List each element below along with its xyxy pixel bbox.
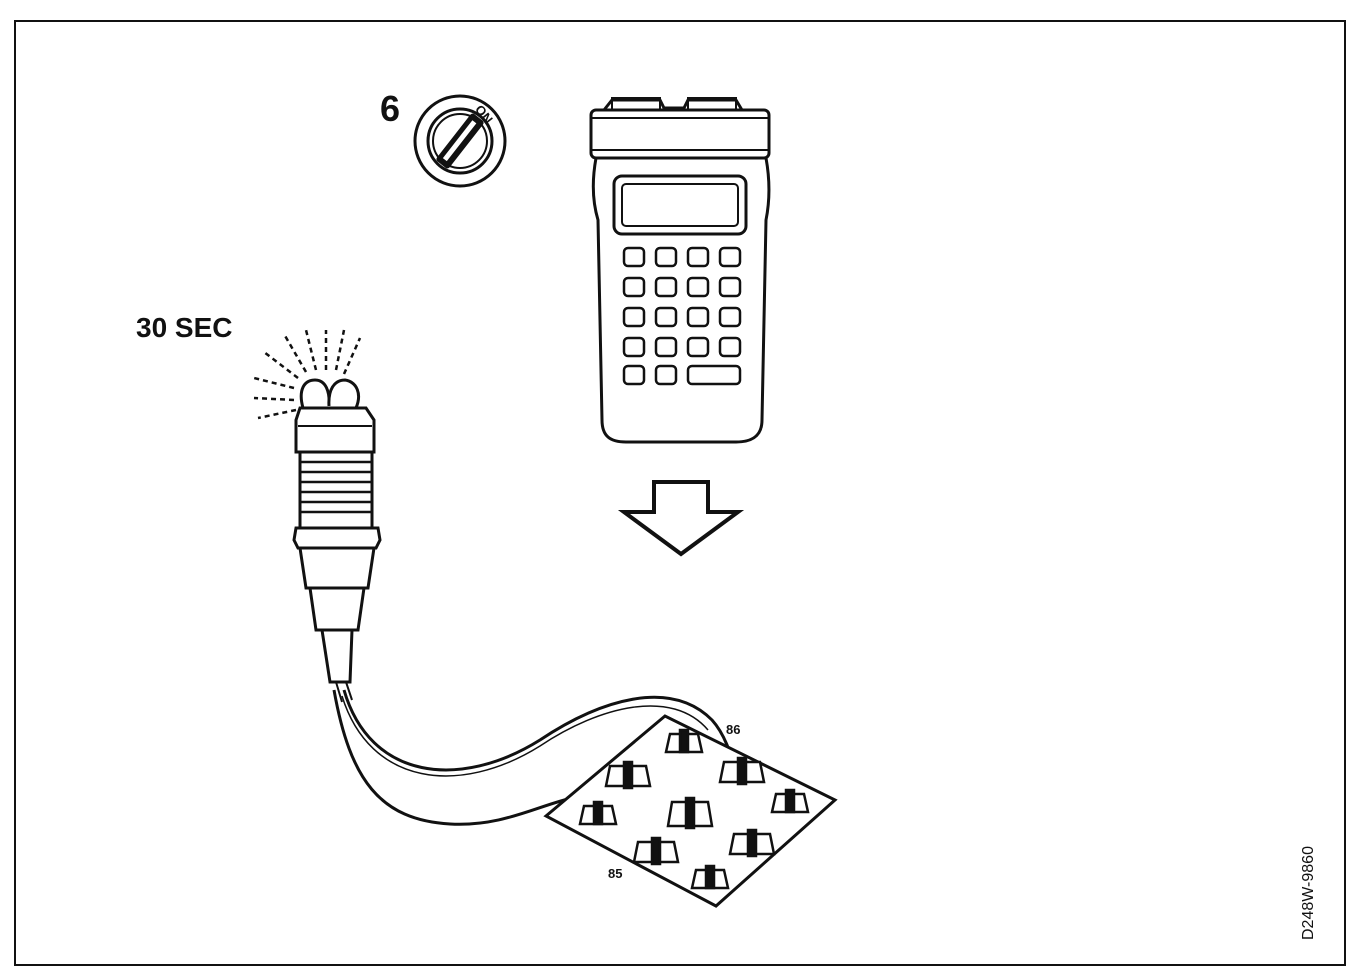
pin-86-label: 86: [726, 722, 741, 737]
duration-label: 30 SEC: [136, 312, 233, 343]
ignition-key-switch-icon: ON: [413, 94, 507, 188]
hand-held-tester-icon: [589, 97, 771, 444]
step-number: 6: [380, 88, 401, 129]
down-arrow-icon: [617, 480, 745, 557]
relay-socket-icon: [543, 714, 838, 908]
figure-frame: [14, 20, 1346, 966]
test-lamp-icon: [253, 329, 382, 703]
figure-code: D248W-9860: [1300, 846, 1317, 940]
pin-85-label: 85: [608, 866, 623, 881]
